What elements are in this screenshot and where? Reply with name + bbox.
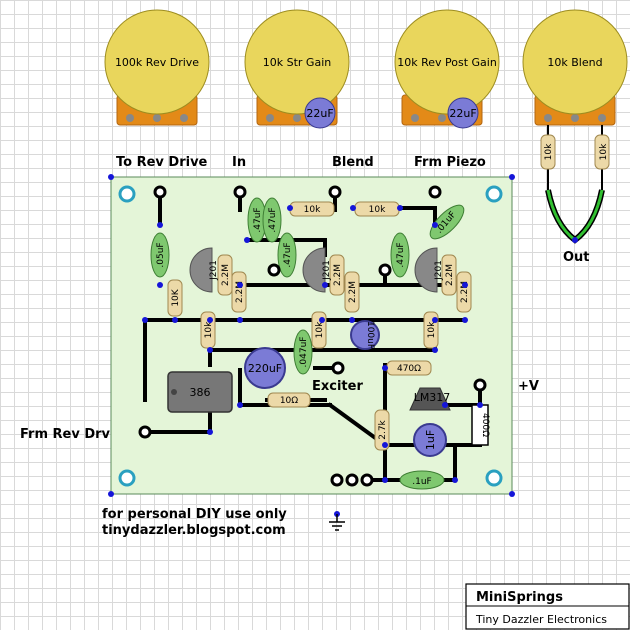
- electrolytic-capacitors: 220uF 100uF 1uF: [244, 320, 447, 457]
- res-2k7: 2.7k: [378, 419, 388, 439]
- ic-386: 386: [167, 371, 233, 413]
- cap-47b: .47uF: [268, 207, 278, 232]
- label-blend: Blend: [332, 155, 374, 170]
- label-plus-v: +V: [518, 379, 539, 394]
- pot-str-gain-label: 10k Str Gain: [263, 56, 331, 69]
- blog-url: tinydazzler.blogspot.com: [102, 523, 286, 538]
- cap-1: .1uF: [412, 477, 431, 487]
- label-frm-rev-drv: Frm Rev Drv: [20, 427, 111, 442]
- ground-icon: [329, 511, 345, 531]
- regulator: LM317: [414, 391, 451, 404]
- terminal-pads[interactable]: [138, 185, 487, 487]
- title-block: MiniSprings Tiny Dazzler Electronics: [465, 583, 630, 630]
- res-top-b: 10k: [369, 205, 386, 215]
- res-j1-k: 10K: [171, 288, 181, 306]
- res-10ohm: 10Ω: [280, 396, 298, 406]
- cap-47c: .47uF: [283, 242, 293, 267]
- res-j1-k2: 10k: [204, 321, 214, 338]
- label-exciter: Exciter: [312, 379, 363, 394]
- res-j3-s: 2.2M: [460, 281, 470, 303]
- junction-dots: [108, 174, 515, 497]
- cap-047: .047uF: [299, 337, 309, 368]
- blend-output: 10k 10k: [540, 125, 610, 244]
- res-j1-d: 2.2M: [221, 264, 231, 286]
- res-j3-d: 2.2M: [445, 264, 455, 286]
- label-to-rev-drive: To Rev Drive: [116, 155, 208, 170]
- cap-100uf: 100uF: [365, 321, 375, 349]
- label-frm-piezo: Frm Piezo: [414, 155, 486, 170]
- res-j3-k: 10k: [427, 321, 437, 338]
- pot-rev-post-gain-label: 10k Rev Post Gain: [397, 56, 497, 69]
- jfet-1: J201: [209, 260, 219, 281]
- res-470ohm: 470Ω: [397, 364, 421, 374]
- cap-220uf: 220uF: [248, 362, 282, 375]
- jfet-3: J201: [434, 260, 444, 281]
- res-j1-s: 2.2M: [235, 281, 245, 303]
- pot-rev-post-gain[interactable]: 10k Rev Post Gain 22uF: [394, 9, 500, 129]
- label-in: In: [232, 155, 246, 170]
- pot-str-gain[interactable]: 10k Str Gain 22uF: [244, 9, 350, 129]
- label-out: Out: [563, 250, 590, 265]
- transistors: J201 J201 J201 LM317: [189, 247, 451, 411]
- res-j2-d: 2.2M: [333, 264, 343, 286]
- cap-47a: .47uF: [253, 207, 263, 232]
- pot-cap-str: 22uF: [306, 107, 333, 120]
- cap-1uf: 1uF: [424, 430, 437, 450]
- title-block-subtitle: Tiny Dazzler Electronics: [475, 613, 607, 626]
- ic-386-label: 386: [190, 386, 211, 399]
- film-capacitors: .05uF .47uF .47uF .47uF .47uF .01uF .047…: [150, 197, 465, 490]
- pot-blend[interactable]: 10k Blend: [522, 9, 628, 126]
- cap-05: .05uF: [156, 242, 166, 267]
- res-j2-k: 10k: [315, 321, 325, 338]
- res-out-right: 10k: [599, 143, 609, 160]
- res-400ohm: 400Ω: [480, 413, 490, 437]
- res-out-left: 10k: [544, 143, 554, 160]
- res-top-a: 10k: [304, 205, 321, 215]
- pot-rev-drive[interactable]: 100k Rev Drive: [104, 9, 210, 126]
- pot-rev-drive-label: 100k Rev Drive: [115, 56, 199, 69]
- cap-47d: .47uF: [396, 242, 406, 267]
- res-j2-s: 2.2M: [348, 281, 358, 303]
- pot-cap-post: 22uF: [449, 107, 476, 120]
- pot-blend-label: 10k Blend: [547, 56, 602, 69]
- title-block-title: MiniSprings: [476, 590, 563, 605]
- disclaimer: for personal DIY use only: [102, 507, 287, 522]
- mounting-holes: [118, 185, 503, 487]
- jfet-2: J201: [322, 260, 332, 281]
